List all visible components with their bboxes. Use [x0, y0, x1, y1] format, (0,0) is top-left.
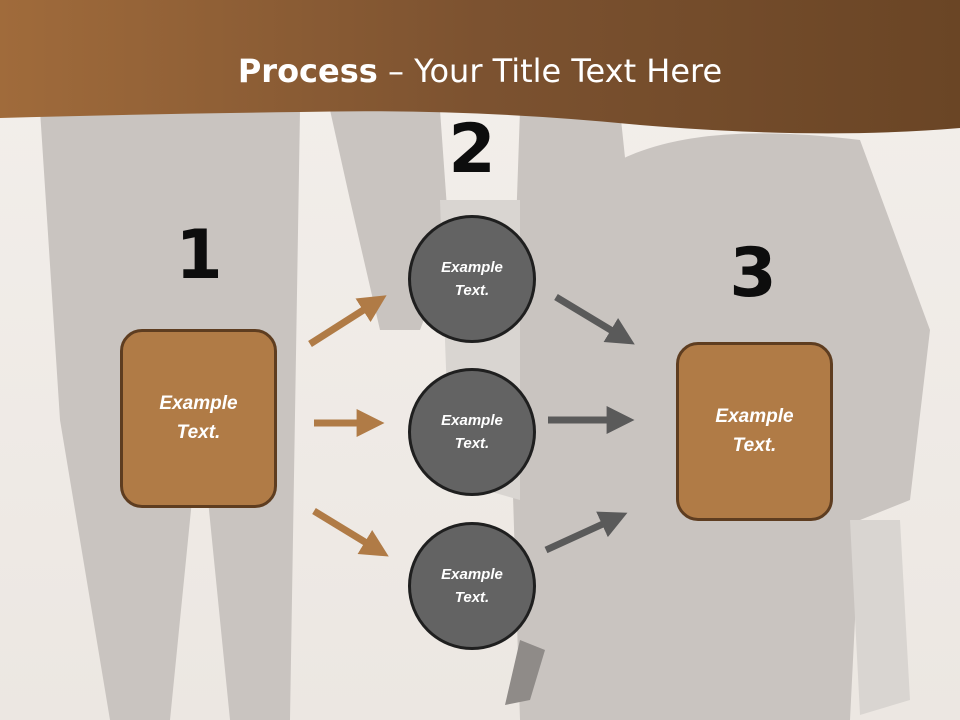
circle-2-text: Example Text. — [441, 411, 503, 452]
step-number-2: 2 — [448, 110, 496, 189]
arrow-circle1-to-box3 — [554, 294, 635, 345]
step-1-text: Example Text. — [159, 393, 238, 443]
title-rest: – Your Title Text Here — [377, 52, 723, 90]
step-3-text: Example Text. — [715, 406, 794, 456]
arrow-circle3-to-box3 — [544, 511, 628, 554]
title-bold: Process — [237, 52, 378, 90]
circle-3-text: Example Text. — [441, 565, 503, 606]
step-number-1: 1 — [175, 216, 223, 295]
step-number-3: 3 — [729, 234, 777, 313]
step-2-circle-3: Example Text. — [408, 522, 536, 650]
step-1-box: Example Text. — [120, 329, 277, 508]
step-3-box: Example Text. — [676, 342, 833, 521]
slide-title: Process – Your Title Text Here — [0, 52, 960, 90]
circle-1-text: Example Text. — [441, 258, 503, 299]
arrow-box1-to-circle1 — [308, 295, 387, 347]
arrow-box1-to-circle3 — [312, 508, 389, 557]
step-2-circle-1: Example Text. — [408, 215, 536, 343]
step-2-circle-2: Example Text. — [408, 368, 536, 496]
